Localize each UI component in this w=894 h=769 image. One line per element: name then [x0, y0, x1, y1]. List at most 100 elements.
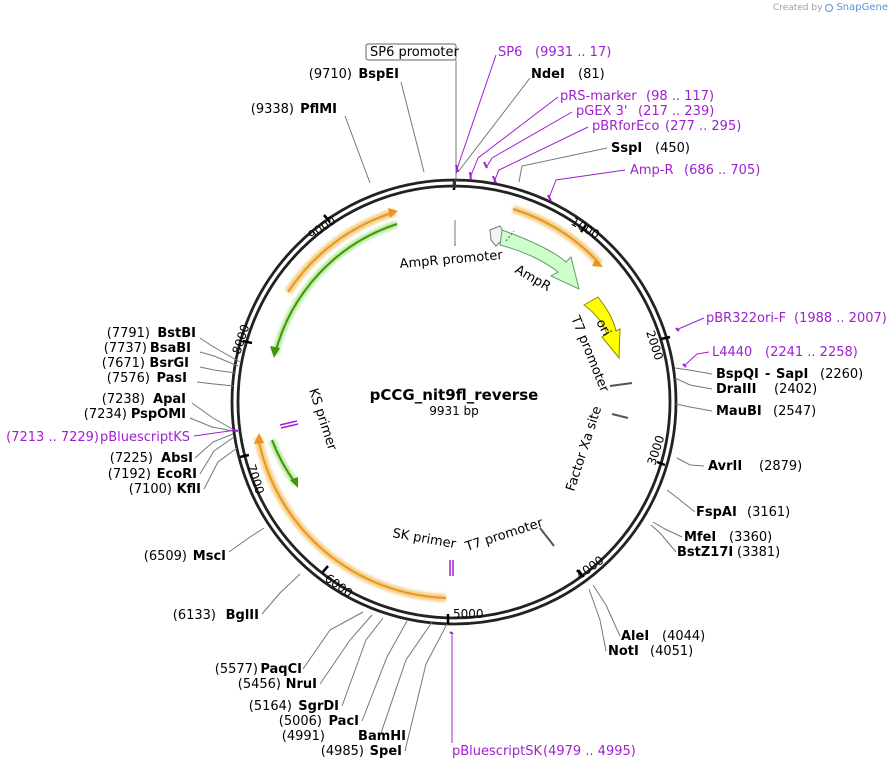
enzyme-position: (7791) [107, 326, 150, 341]
enzyme-name: MauBI [716, 404, 762, 419]
enzyme-name: FspAI [696, 505, 737, 520]
enzyme-position: (3161) [747, 505, 790, 520]
enzyme-name: BspEI [358, 67, 399, 82]
label-sk-primer: SK primer [391, 526, 457, 552]
enzyme-separator: - [765, 367, 770, 382]
label-ori: ori [592, 317, 613, 339]
enzyme-name: PasI [156, 371, 187, 386]
primer-range: (9931 .. 17) [535, 45, 611, 60]
tick-3000 [656, 460, 666, 467]
enzyme-name: NotI [608, 644, 639, 659]
enzyme-name: AleI [621, 629, 649, 644]
primer-name: pBluescriptSK [452, 744, 542, 759]
primer-name: pRS-marker [560, 89, 637, 104]
primer-range: (98 .. 117) [646, 89, 714, 104]
ori-arrow [583, 296, 621, 360]
orange-arrow-right [512, 208, 601, 265]
enzyme-position: (2260) [820, 367, 863, 382]
primer-range: (7213 .. 7229) [6, 430, 99, 445]
orange-arrow-bottom [257, 436, 447, 599]
enzyme-position: (7100) [129, 482, 172, 497]
t7-promoter-bottom-mark [539, 527, 555, 547]
primer-range: (2241 .. 2258) [765, 345, 858, 360]
enzyme-position: (7225) [110, 451, 153, 466]
enzyme-position: (7192) [108, 467, 151, 482]
tick-label-6000: 6000 [322, 571, 355, 600]
factor-xa-mark [611, 413, 629, 419]
enzyme-position: (7238) [102, 392, 145, 407]
tick-1000 [579, 224, 588, 233]
enzyme-name: BspQI [716, 367, 759, 382]
plasmid-size: 9931 bp [429, 404, 479, 418]
sp6-promoter-box [365, 43, 457, 61]
enzyme-position: (3360) [729, 530, 772, 545]
credit-brand: SnapGene [836, 2, 888, 13]
orange-arrow-left-head [388, 208, 398, 218]
primer-range: (4979 .. 4995) [543, 744, 636, 759]
enzyme-name: NruI [286, 677, 317, 692]
orange-arrow-left [287, 211, 396, 293]
primer-range: (686 .. 705) [684, 163, 760, 178]
enzyme-name: SpeI [370, 744, 402, 759]
enzyme-position: (4985) [321, 744, 364, 759]
green-arrow-left [274, 223, 398, 355]
enzyme-position: (4051) [650, 644, 693, 659]
enzyme-position: (6133) [173, 608, 216, 623]
primer-binding-marks [231, 161, 687, 635]
enzyme-position: (5456) [238, 677, 281, 692]
ampr-promoter-tick [454, 220, 456, 246]
tick-6000 [321, 565, 329, 574]
enzyme-name: PflMI [300, 102, 337, 117]
sk-primer-mark [449, 560, 454, 576]
primer-name: pBR322ori-F [706, 311, 786, 326]
tick-label-2000: 2000 [643, 329, 666, 362]
tick-7000 [239, 453, 250, 459]
primer-range: (1988 .. 2007) [794, 311, 887, 326]
plasmid-name: pCCG_nit9fl_reverse [370, 386, 539, 404]
primers: SP6 (9931 .. 17) pRS-marker (98 .. 117) … [6, 45, 887, 759]
enzyme-name: BstZ17I [677, 545, 733, 560]
enzyme-name: BglII [226, 608, 259, 623]
primer-name: Amp-R [630, 163, 674, 178]
enzyme-name: MscI [193, 549, 226, 564]
snapgene-credit: Created by SnapGene [773, 2, 888, 13]
tick-2000 [660, 335, 671, 341]
enzyme-name: SspI [611, 141, 642, 156]
ks-primer-mark [279, 420, 299, 429]
enzyme-name: NdeI [531, 67, 565, 82]
tick-4000 [576, 569, 584, 578]
enzyme-position: (4044) [662, 629, 705, 644]
enzyme-position: (2879) [759, 459, 802, 474]
enzyme-name: AbsI [161, 451, 193, 466]
enzyme-name: PspOMI [131, 407, 186, 422]
primer-name: pBRforEco [592, 119, 659, 134]
enzyme-position: (6509) [144, 549, 187, 564]
enzyme-position: (81) [578, 67, 605, 82]
label-ks-primer: KS primer [305, 387, 339, 453]
enzyme-name: ApaI [153, 392, 186, 407]
enzyme-name: BsrGI [149, 356, 189, 371]
label-ampr: AmpR [512, 262, 553, 294]
leaders-enzymes-right [457, 77, 713, 652]
orange-arrow-bottom-head [254, 433, 264, 444]
enzyme-name: PaqCI [260, 662, 302, 677]
enzyme-position: (9710) [309, 67, 352, 82]
orange-arrow-glow-bottom [254, 436, 447, 602]
enzyme-name-2: SapI [776, 367, 808, 382]
green-arrow-left-head [270, 346, 280, 358]
tick-9000 [323, 214, 331, 223]
tick-label-5000: 5000 [453, 607, 484, 621]
primer-name: pBluescriptKS [100, 430, 190, 445]
enzyme-name: MfeI [684, 530, 716, 545]
enzyme-name: BamHI [358, 729, 406, 744]
tick-8000 [242, 339, 253, 345]
sp6-promoter-mark [453, 180, 456, 188]
enzyme-name: EcoRI [157, 467, 197, 482]
ampr-arrow [499, 229, 580, 290]
enzyme-position: (4991) [282, 729, 325, 744]
enzyme-position: (5577) [215, 662, 258, 677]
leaders-primers [193, 54, 710, 743]
enzyme-position: (3381) [737, 545, 780, 560]
enzyme-name: BsaBI [150, 341, 191, 356]
